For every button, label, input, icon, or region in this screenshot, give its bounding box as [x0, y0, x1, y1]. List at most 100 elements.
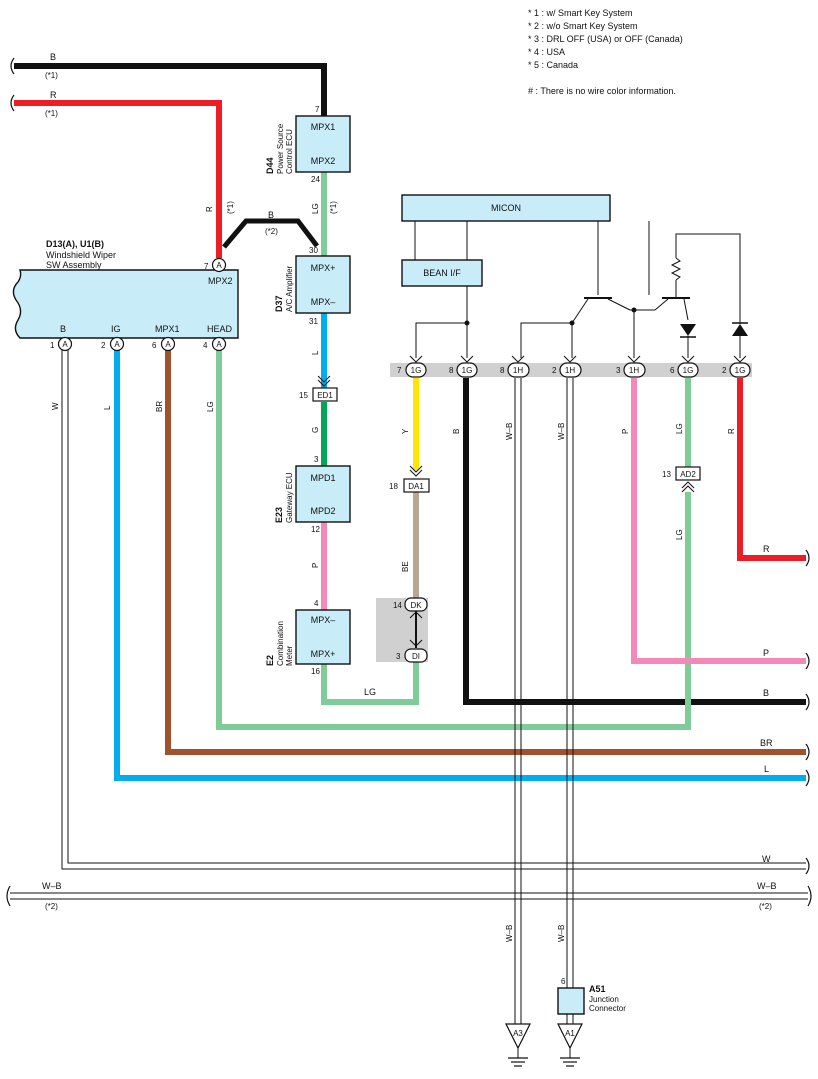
svg-text:MPD2: MPD2: [310, 506, 335, 516]
svg-text:B: B: [763, 688, 769, 698]
svg-text:Combination: Combination: [276, 621, 285, 666]
svg-text:MPX+: MPX+: [311, 649, 336, 659]
component-wiper-switch: D13(A), U1(B) Windshield Wiper SW Assemb…: [12, 239, 239, 350]
svg-text:3: 3: [314, 455, 319, 464]
component-e23: MPD1 MPD2 3 12 E23 Gateway ECU: [274, 455, 351, 534]
ground-a3: A3: [505, 1023, 531, 1067]
svg-text:8: 8: [500, 366, 505, 375]
svg-text:MPX–: MPX–: [311, 615, 336, 625]
svg-text:MPX1: MPX1: [311, 122, 336, 132]
svg-text:D44: D44: [265, 157, 275, 174]
svg-text:1G: 1G: [411, 366, 422, 375]
svg-text:2: 2: [722, 366, 727, 375]
wire-wb-2: [566, 378, 574, 1024]
svg-text:15: 15: [299, 391, 308, 400]
svg-text:D37: D37: [274, 295, 284, 312]
wire-lg-head: [216, 350, 691, 730]
svg-text:R: R: [763, 544, 770, 554]
svg-text:B: B: [268, 210, 274, 220]
component-bean-if: BEAN I/F: [401, 259, 483, 287]
bar-pin-5: 1G 6: [670, 355, 699, 378]
wire-b-bar: [463, 378, 806, 705]
svg-text:Connector: Connector: [589, 1004, 626, 1013]
svg-text:DI: DI: [412, 652, 420, 661]
svg-text:A: A: [62, 340, 68, 349]
svg-text:R: R: [50, 90, 57, 100]
svg-text:(*1): (*1): [45, 71, 58, 80]
svg-text:W–B: W–B: [757, 881, 777, 891]
svg-text:A: A: [114, 340, 120, 349]
bar-pin-3: 1H 2: [552, 355, 582, 378]
svg-text:R: R: [727, 428, 736, 434]
bar-pin-6: 1G 2: [722, 355, 751, 378]
svg-text:1G: 1G: [683, 366, 694, 375]
svg-text:A: A: [216, 261, 222, 270]
wire-breaks-left: [6, 57, 15, 907]
wire-labels: B (*1) R (*1) R (*1) B (*2) LG (*1) L G …: [42, 52, 777, 942]
wire-w: [61, 350, 806, 870]
svg-text:MPX2: MPX2: [311, 156, 336, 166]
svg-text:3: 3: [396, 652, 401, 661]
svg-text:Control ECU: Control ECU: [285, 129, 294, 174]
svg-text:8: 8: [449, 366, 454, 375]
note-5: * 5 : Canada: [528, 60, 578, 70]
svg-text:1H: 1H: [565, 366, 575, 375]
wire-l-left: [114, 350, 806, 781]
svg-text:A51: A51: [589, 984, 606, 994]
svg-text:BR: BR: [155, 401, 164, 412]
svg-text:HEAD: HEAD: [207, 324, 233, 334]
svg-text:E23: E23: [274, 507, 284, 523]
svg-text:A3: A3: [513, 1029, 523, 1038]
connector-da1: DA1 18: [389, 465, 430, 493]
svg-text:R: R: [205, 206, 214, 212]
component-e2: MPX– MPX+ 4 16 E2 Combination Meter: [265, 599, 351, 676]
svg-text:(*1): (*1): [45, 109, 58, 118]
svg-text:1H: 1H: [513, 366, 523, 375]
svg-text:MPD1: MPD1: [310, 473, 335, 483]
svg-text:(*2): (*2): [759, 902, 772, 911]
svg-text:4: 4: [203, 341, 208, 350]
svg-text:(*1): (*1): [226, 201, 235, 214]
svg-text:Windshield Wiper: Windshield Wiper: [46, 250, 116, 260]
svg-text:ED1: ED1: [317, 391, 333, 400]
svg-text:6: 6: [670, 366, 675, 375]
svg-text:1G: 1G: [735, 366, 746, 375]
svg-text:W–B: W–B: [505, 423, 514, 440]
svg-text:W: W: [51, 402, 60, 410]
wire-p-bar: [631, 378, 806, 664]
svg-text:1H: 1H: [629, 366, 639, 375]
svg-text:1: 1: [50, 341, 55, 350]
svg-text:B: B: [50, 52, 56, 62]
svg-text:Y: Y: [401, 428, 410, 434]
svg-text:P: P: [311, 563, 320, 568]
note-4: * 4 : USA: [528, 47, 565, 57]
svg-text:18: 18: [389, 482, 398, 491]
svg-text:(*2): (*2): [45, 902, 58, 911]
svg-text:LG: LG: [206, 401, 215, 412]
svg-text:B: B: [60, 324, 66, 334]
svg-text:IG: IG: [111, 324, 121, 334]
svg-text:LG: LG: [311, 203, 320, 214]
svg-text:BR: BR: [760, 738, 773, 748]
internal-circuit: [414, 221, 741, 358]
svg-text:1G: 1G: [462, 366, 473, 375]
svg-text:LG: LG: [675, 423, 684, 434]
svg-text:AD2: AD2: [680, 470, 696, 479]
wire-r-bar: [737, 378, 806, 561]
svg-text:BEAN I/F: BEAN I/F: [423, 268, 461, 278]
note-3: * 3 : DRL OFF (USA) or OFF (Canada): [528, 34, 683, 44]
bar-pin-2: 1H 8: [500, 355, 530, 378]
svg-text:L: L: [311, 350, 320, 355]
component-a51: 6 A51 Junction Connector: [557, 977, 626, 1015]
notes-legend: * 1 : w/ Smart Key System * 2 : w/o Smar…: [528, 8, 683, 96]
ground-a1: A1: [557, 1023, 583, 1067]
svg-text:G: G: [311, 427, 320, 433]
component-d44: MPX1 MPX2 7 24 D44 Power Source Control …: [265, 105, 351, 184]
svg-text:LG: LG: [675, 529, 684, 540]
svg-text:MPX1: MPX1: [155, 324, 180, 334]
svg-text:DA1: DA1: [408, 482, 424, 491]
connector-dk-di: DK 14 DI 3: [376, 597, 428, 663]
svg-text:E2: E2: [265, 655, 275, 666]
svg-text:2: 2: [101, 341, 106, 350]
svg-text:(*1): (*1): [329, 201, 338, 214]
